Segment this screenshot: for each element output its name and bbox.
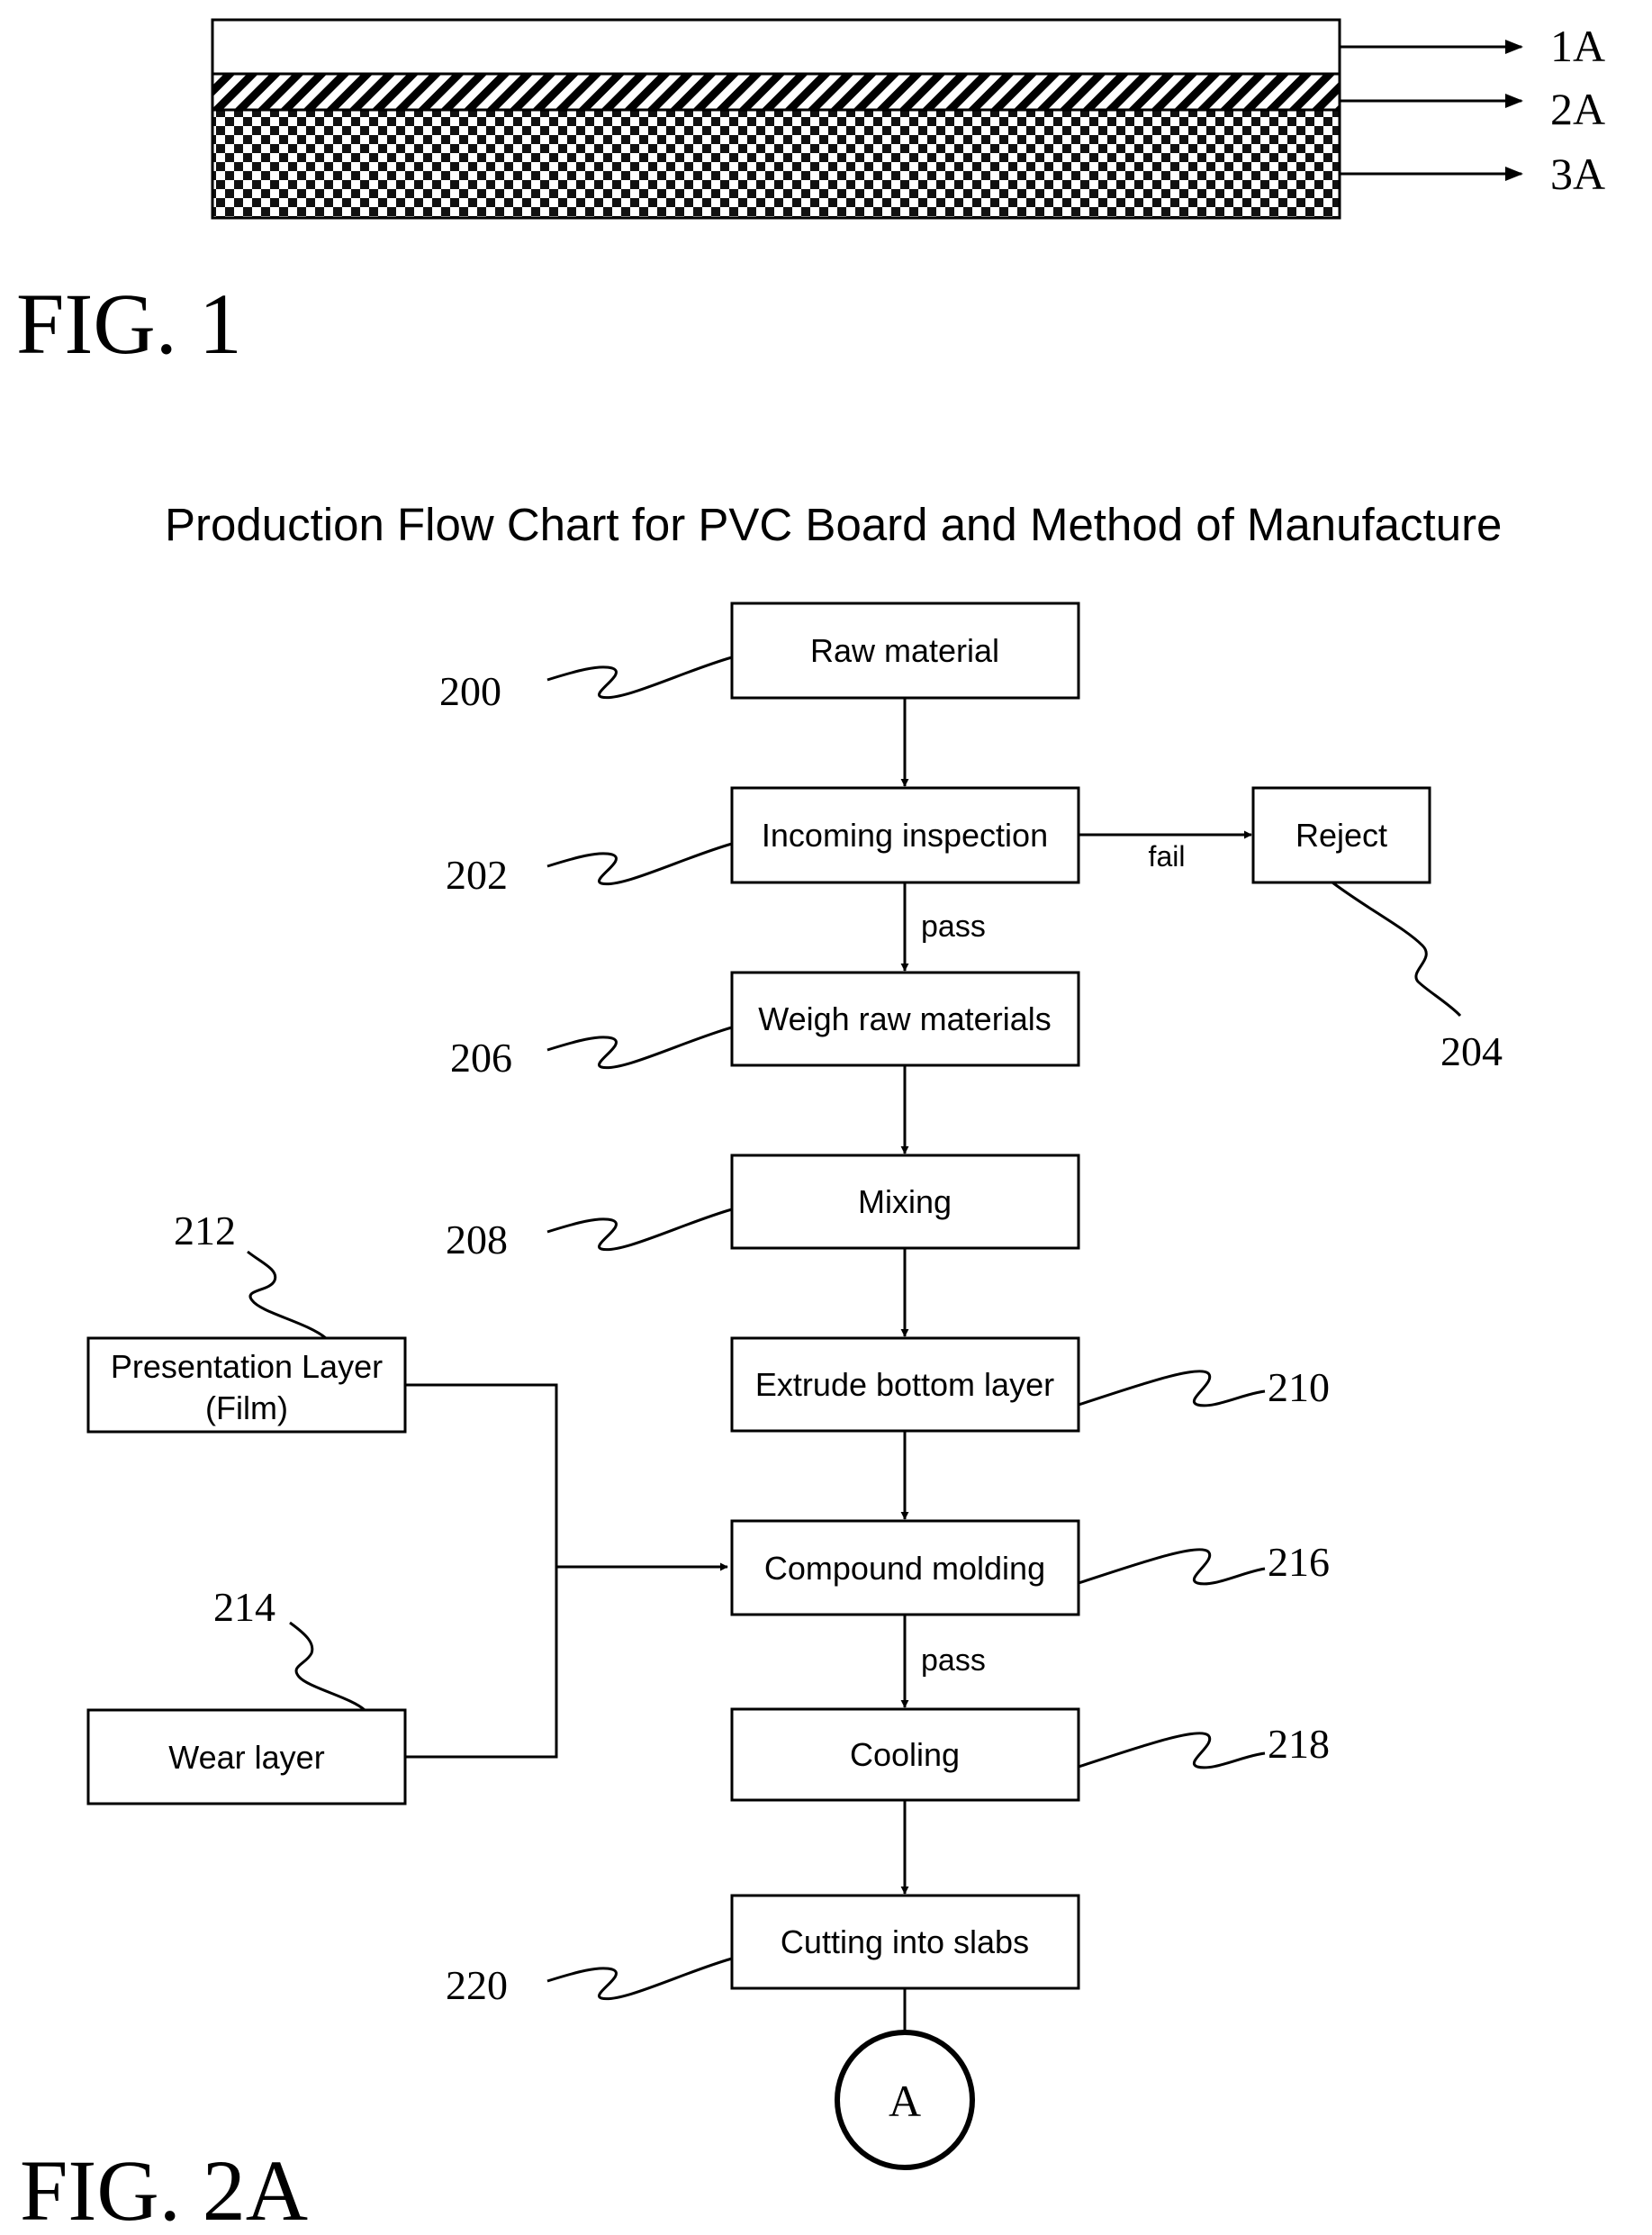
- ref-1a: 1A: [1550, 21, 1605, 71]
- ref-208: 208: [446, 1217, 508, 1262]
- ref-210: 210: [1268, 1364, 1330, 1410]
- label-wear: Wear layer: [168, 1739, 324, 1776]
- label-incoming-inspection: Incoming inspection: [762, 817, 1048, 854]
- fig1-label: FIG. 1: [16, 276, 242, 372]
- layer-1a: [212, 20, 1340, 74]
- connector-a-label: A: [889, 2076, 921, 2126]
- ref-216: 216: [1268, 1539, 1330, 1585]
- leader-208: [547, 1209, 732, 1250]
- edge-label-pass-molding: pass: [921, 1643, 986, 1678]
- leader-214: [290, 1623, 365, 1710]
- fig1-layer-stack: [212, 20, 1340, 218]
- fig2a-label: FIG. 2A: [20, 2142, 308, 2235]
- label-cooling: Cooling: [850, 1736, 960, 1773]
- ref-220: 220: [446, 1962, 508, 2008]
- leader-210: [1079, 1371, 1265, 1406]
- label-mixing: Mixing: [858, 1183, 952, 1220]
- leader-204: [1332, 882, 1460, 1016]
- leader-202: [547, 844, 732, 884]
- leader-206: [547, 1027, 732, 1068]
- leader-216: [1079, 1550, 1265, 1584]
- edge-label-pass-inspection: pass: [921, 909, 986, 944]
- layer-3a: [212, 110, 1340, 218]
- edge-label-fail: fail: [1149, 840, 1186, 873]
- fig1-leaders: [1340, 47, 1521, 174]
- leader-218: [1079, 1733, 1265, 1768]
- label-presentation-line1: Presentation Layer: [111, 1348, 383, 1385]
- ref-3a: 3A: [1550, 149, 1605, 199]
- leader-220: [547, 1959, 732, 1999]
- label-weigh: Weigh raw materials: [758, 1000, 1051, 1037]
- ref-200: 200: [439, 668, 501, 714]
- ref-212: 212: [174, 1208, 236, 1253]
- leader-200: [547, 657, 732, 698]
- flowchart-title: Production Flow Chart for PVC Board and …: [165, 499, 1502, 550]
- label-cutting: Cutting into slabs: [781, 1923, 1029, 1960]
- ref-214: 214: [213, 1584, 275, 1630]
- label-reject: Reject: [1295, 817, 1387, 854]
- edge-presentation-merge: [405, 1385, 556, 1757]
- ref-204: 204: [1440, 1028, 1503, 1074]
- label-compound: Compound molding: [764, 1550, 1045, 1587]
- ref-206: 206: [450, 1035, 512, 1081]
- ref-2a: 2A: [1550, 84, 1605, 134]
- label-raw-material: Raw material: [810, 632, 999, 669]
- flow-boxes: [88, 603, 1430, 1988]
- layer-2a: [212, 74, 1340, 110]
- ref-202: 202: [446, 852, 508, 898]
- leader-212: [248, 1252, 326, 1338]
- label-extrude: Extrude bottom layer: [755, 1366, 1054, 1403]
- ref-218: 218: [1268, 1721, 1330, 1767]
- label-presentation-line2: (Film): [205, 1389, 288, 1426]
